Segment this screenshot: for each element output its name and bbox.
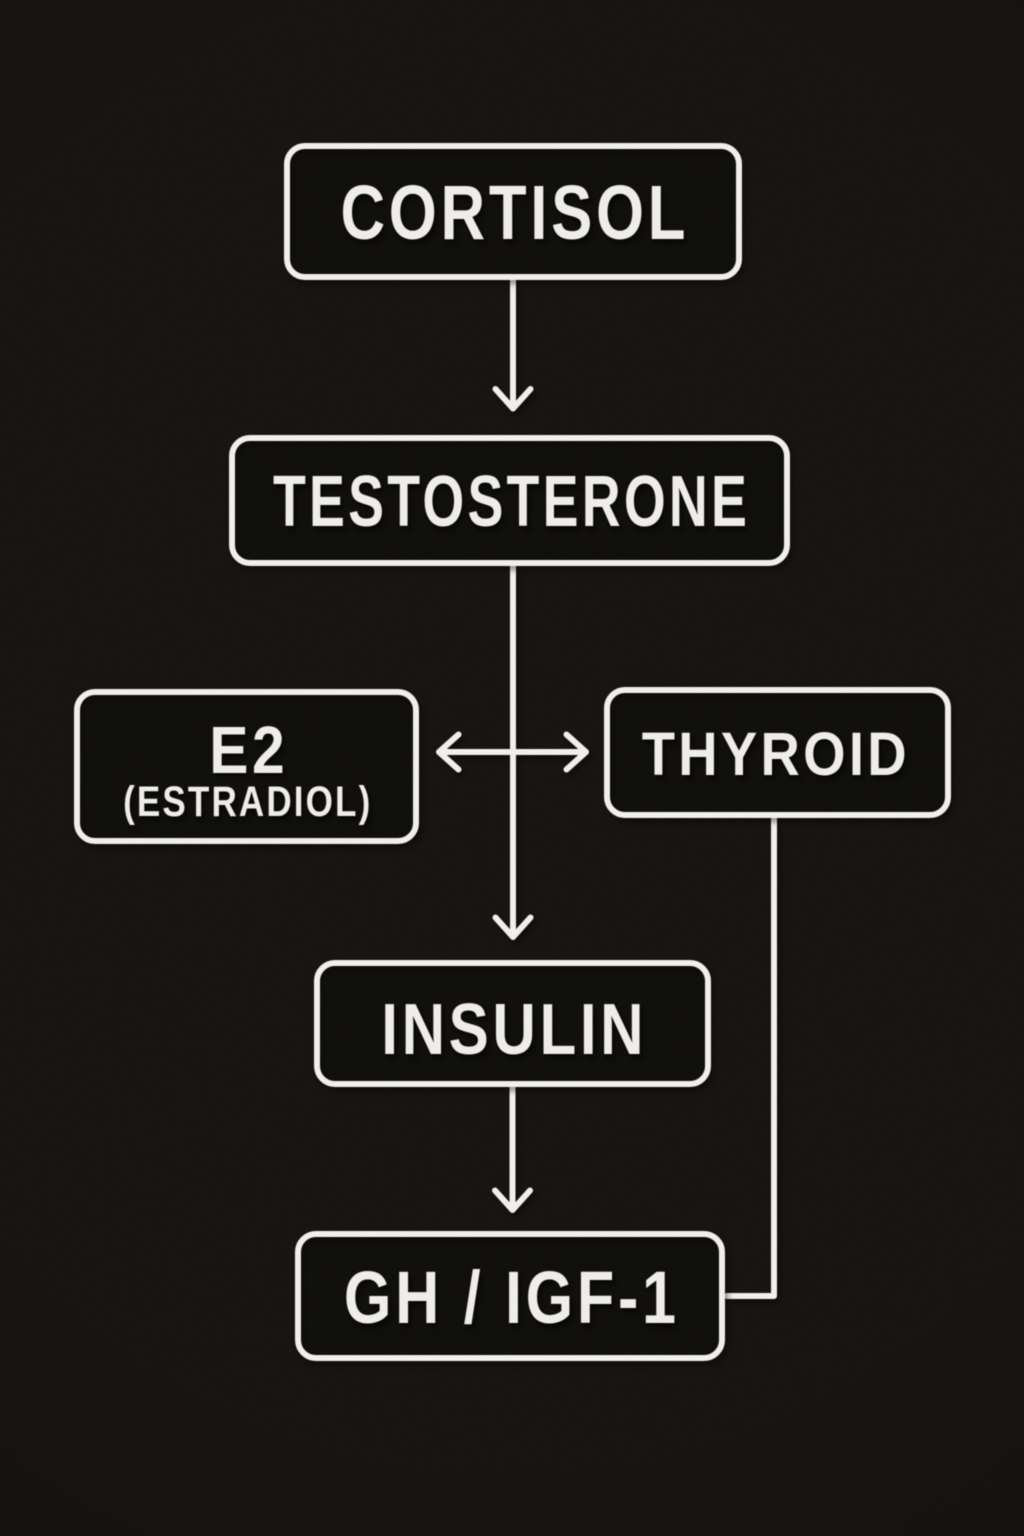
node-gh-igf1: GH / IGF-1 xyxy=(295,1231,725,1361)
node-e2-sublabel: (ESTRADIOL) xyxy=(123,777,373,826)
node-cortisol-label: CORTISOL xyxy=(340,170,690,257)
edge-insulin-gh-arrowhead-icon xyxy=(492,1187,533,1213)
node-insulin: INSULIN xyxy=(314,960,711,1087)
node-testosterone-label: TESTOSTERONE xyxy=(273,461,751,543)
node-gh-igf1-label: GH / IGF-1 xyxy=(344,1256,681,1340)
node-insulin-label: INSULIN xyxy=(381,989,648,1071)
node-testosterone: TESTOSTERONE xyxy=(229,435,790,566)
edge-thyroid-gh-elbow-line xyxy=(724,812,777,1299)
edge-e2-thyroid-left-arrowhead-icon xyxy=(436,731,462,773)
node-thyroid: THYROID xyxy=(604,687,951,818)
edge-e2-thyroid-right-arrowhead-icon xyxy=(563,731,589,773)
node-thyroid-label: THYROID xyxy=(641,720,910,789)
node-e2-estradiol: E2 (ESTRADIOL) xyxy=(74,689,419,844)
node-e2-label: E2 xyxy=(208,714,288,788)
node-cortisol: CORTISOL xyxy=(284,143,742,280)
edge-cortisol-testosterone-arrowhead-icon xyxy=(492,386,534,412)
edge-testosterone-insulin-arrowhead-icon xyxy=(492,914,534,940)
